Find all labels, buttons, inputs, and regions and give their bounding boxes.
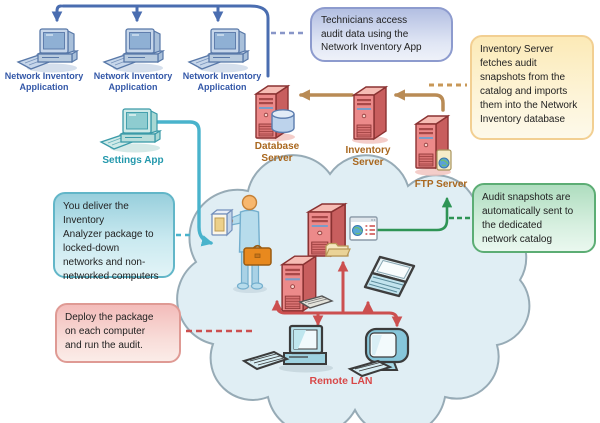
keyboard-icon xyxy=(241,350,290,371)
workstation-icon xyxy=(188,28,249,74)
callout-deliver-package: You deliver the Inventory Analyzer packa… xyxy=(53,192,175,282)
briefcase-icon xyxy=(243,244,272,266)
remote-desktop-crt-icon xyxy=(241,324,333,373)
remote-desktop-lcd-icon xyxy=(347,327,410,378)
label-inventory-server: Inventory Server xyxy=(345,145,391,168)
database-cylinder-icon xyxy=(271,109,295,134)
connector-workstations-blue xyxy=(51,4,306,78)
connector-audit-to-ftp-green xyxy=(375,196,470,232)
database-server-icon xyxy=(255,85,295,141)
remote-server-1-icon xyxy=(307,203,351,257)
label-ftp-server: FTP Server xyxy=(414,179,468,190)
label-remote-lan: Remote LAN xyxy=(309,375,373,387)
ftp-server-icon xyxy=(415,115,452,176)
audit-snapshot-icon xyxy=(349,216,378,241)
connector-settings-app-teal xyxy=(155,120,214,247)
callout-audit-snapshots: Audit snapshots are automatically sent t… xyxy=(472,183,596,253)
callout-technicians: Technicians access audit data using the … xyxy=(310,7,453,62)
technician-figure xyxy=(210,194,272,293)
label-workstation-2: Network Inventory Application xyxy=(93,71,173,92)
globe-card-icon xyxy=(436,149,452,171)
workstation-icon xyxy=(103,28,164,74)
workstation-icon xyxy=(17,28,78,74)
package-icon xyxy=(210,208,234,237)
label-workstation-3: Network Inventory Application xyxy=(182,71,262,92)
callout-inventory-server: Inventory Server fetches audit snapshots… xyxy=(470,35,594,140)
laptop-icon xyxy=(363,255,416,298)
keyboard-icon xyxy=(347,359,393,378)
settings-app-icon xyxy=(100,108,161,154)
connector-ftp-to-inventory xyxy=(393,83,467,112)
label-workstation-1: Network Inventory Application xyxy=(4,71,84,92)
remote-lan-bus-red xyxy=(186,260,403,333)
folder-icon xyxy=(325,242,351,257)
inventory-server-icon xyxy=(352,86,388,144)
callout-deploy-package: Deploy the package on each computer and … xyxy=(55,303,181,363)
label-database-server: Database Server xyxy=(254,141,300,164)
label-settings-app: Settings App xyxy=(102,155,164,166)
